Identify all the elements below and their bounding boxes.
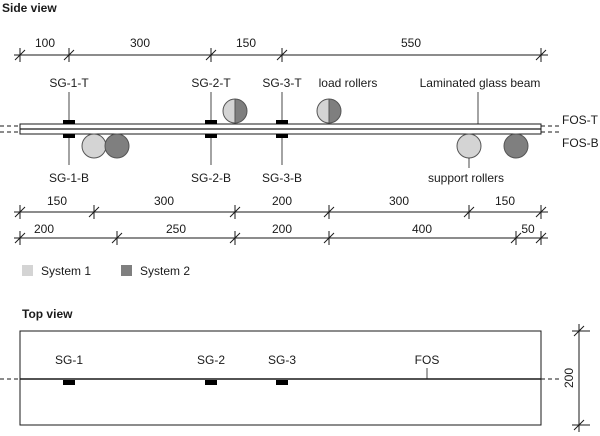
dim-sys1-2: 300: [154, 194, 174, 208]
top-gauge-label-sg2: SG-2: [197, 353, 225, 367]
load-roller-1: [222, 98, 248, 124]
fos-lines: [0, 125, 560, 133]
legend-swatch-system2: [121, 265, 132, 276]
top-strain-gauge-sg2: [205, 380, 217, 385]
top-dimension-chain: [14, 48, 548, 62]
dim-top-3: 150: [236, 36, 256, 50]
dim-sys1-3: 200: [272, 194, 292, 208]
strain-gauge-sg3-t: [276, 120, 288, 124]
laminated-glass-beam: [19, 123, 542, 135]
strain-gauge-sg1-b: [63, 134, 75, 138]
top-fos-label: FOS: [415, 353, 440, 367]
dim-width-200: 200: [562, 368, 576, 388]
fos-t-label: FOS-T: [562, 113, 599, 127]
dim-sys2-5: 50: [521, 222, 535, 236]
system1-dimension-chain: [14, 205, 548, 219]
system2-dimension-chain: [14, 231, 548, 245]
top-gauge-label-sg3: SG-3: [268, 353, 296, 367]
strain-gauge-sg2-t: [205, 120, 217, 124]
support-roller-system1-right: [456, 133, 482, 159]
gauge-label-sg2-b: SG-2-B: [191, 171, 231, 185]
top-strain-gauge-sg1: [63, 380, 75, 385]
support-roller-system2-left: [104, 133, 130, 159]
gauge-label-sg1-t: SG-1-T: [49, 76, 89, 90]
dim-sys1-5: 150: [495, 194, 515, 208]
dim-sys2-2: 250: [166, 222, 186, 236]
dim-sys1-1: 150: [47, 194, 67, 208]
gauge-label-sg3-t: SG-3-T: [262, 76, 302, 90]
strain-gauge-sg1-t: [63, 120, 75, 124]
gauge-label-sg2-t: SG-2-T: [191, 76, 231, 90]
dim-top-4: 550: [401, 36, 421, 50]
top-view-plate: [19, 330, 542, 426]
top-strain-gauge-sg3: [276, 380, 288, 385]
gauge-label-sg1-b: SG-1-B: [49, 171, 89, 185]
dim-top-1: 100: [35, 36, 55, 50]
side-view-heading: Side view: [2, 1, 57, 15]
dim-top-2: 300: [130, 36, 150, 50]
support-rollers-label: support rollers: [428, 171, 504, 185]
legend-label-system1: System 1: [41, 264, 91, 278]
beam-label: Laminated glass beam: [420, 76, 541, 90]
load-roller-2: [316, 98, 342, 124]
support-roller-system1-left: [81, 133, 107, 159]
fos-b-label: FOS-B: [562, 136, 599, 150]
legend-label-system2: System 2: [140, 264, 190, 278]
strain-gauge-sg3-b: [276, 134, 288, 138]
dim-sys2-1: 200: [34, 222, 54, 236]
gauge-label-sg3-b: SG-3-B: [262, 171, 302, 185]
dim-sys2-3: 200: [272, 222, 292, 236]
dim-sys2-4: 400: [412, 222, 432, 236]
top-gauge-label-sg1: SG-1: [55, 353, 83, 367]
dim-sys1-4: 300: [389, 194, 409, 208]
width-dimension: [572, 324, 590, 432]
legend: System 1 System 2: [22, 264, 190, 278]
strain-gauge-sg2-b: [205, 134, 217, 138]
top-view-heading: Top view: [22, 307, 73, 321]
load-rollers-label: load rollers: [319, 76, 378, 90]
legend-swatch-system1: [22, 265, 33, 276]
support-roller-system2-right: [503, 133, 529, 159]
